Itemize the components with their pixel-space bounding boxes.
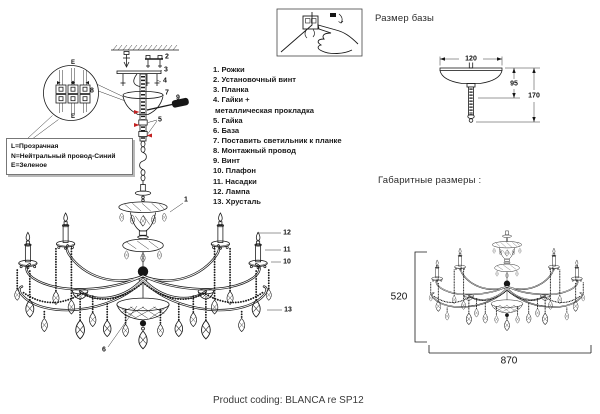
callout-6-base: 6 — [102, 346, 106, 354]
dim-overall-height: 520 — [389, 291, 409, 303]
callout-4-nuts: 4 — [163, 77, 167, 85]
dim-base-total-height: 170 — [527, 92, 541, 100]
overall-size-title: Габаритные размеры : — [378, 175, 482, 186]
callout-2-set-screw: 2 — [165, 53, 169, 61]
parts-list-item: 11. Насадки — [213, 176, 257, 186]
legend-line-n: N=Нейтральный провод-Синий — [11, 152, 116, 160]
callout-12-lamp: 12 — [283, 229, 291, 237]
parts-list-item: 12. Лампа — [213, 186, 250, 196]
parts-list-item: 6. База — [213, 125, 240, 135]
red-arrow-icon — [134, 110, 140, 114]
red-arrow-icon — [146, 133, 152, 138]
parts-list-item: 5. Гайка — [213, 115, 243, 125]
wiring-legend: L=Прозрачная N=Нейтральный провод-Синий … — [6, 138, 133, 175]
parts-list-item: 4. Гайки + — [213, 95, 250, 105]
terminal-bottom-label: E — [70, 114, 76, 120]
parts-list: 1. Рожки 2. Установочный винт 3. Планка … — [213, 65, 342, 207]
red-arrow-icon — [134, 123, 140, 127]
callout-7-attach: 7 — [165, 89, 169, 97]
base-size-diagram — [439, 56, 540, 123]
callout-13-crystal: 13 — [284, 306, 292, 314]
callout-10-bobeche: 10 — [283, 258, 291, 266]
terminal-top-label: E — [70, 60, 76, 66]
callout-8-mounting-wire: 8 — [90, 87, 94, 95]
parts-list-item: 2. Установочный винт — [213, 75, 296, 85]
parts-list-item: металлическая прокладка — [215, 105, 314, 115]
base-size-title: Размер базы — [375, 13, 435, 24]
parts-list-item: 1. Рожки — [213, 65, 245, 74]
inset-hand-diagram — [276, 8, 363, 57]
small-chandelier-drawing — [429, 231, 585, 331]
legend-line-e: E=Зеленое — [11, 162, 47, 170]
parts-list-item: 3. Планка — [213, 85, 249, 95]
callout-leaders — [107, 202, 282, 348]
product-coding: Product coding: BLANCA re SP12 — [213, 395, 364, 406]
overall-dimension-lines — [414, 251, 592, 354]
callout-5-nut: 5 — [158, 116, 162, 124]
callout-1-arms: 1 — [184, 196, 188, 204]
callout-9-screw: 9 — [176, 94, 180, 102]
parts-list-item: 8. Монтажный провод — [213, 146, 296, 156]
legend-line-l: L=Прозрачная — [11, 143, 59, 150]
parts-list-item: 9. Винт — [213, 156, 240, 166]
callout-11-sleeve: 11 — [283, 246, 291, 254]
hand-icon — [317, 24, 359, 54]
assembly-diagram — [111, 44, 189, 185]
dim-base-width: 120 — [464, 55, 478, 63]
parts-list-item: 10. Плафон — [213, 166, 256, 176]
dim-base-partial-height: 95 — [509, 80, 519, 88]
parts-list-item: 7. Поставить светильник к планке — [213, 135, 342, 145]
main-chandelier-drawing — [15, 184, 272, 348]
parts-list-item: 13. Хрусталь — [213, 196, 261, 206]
callout-3-plate: 3 — [164, 66, 168, 74]
wiring-detail-circle — [27, 65, 125, 139]
screwdriver-icon — [146, 97, 189, 111]
dim-overall-width: 870 — [499, 355, 519, 367]
